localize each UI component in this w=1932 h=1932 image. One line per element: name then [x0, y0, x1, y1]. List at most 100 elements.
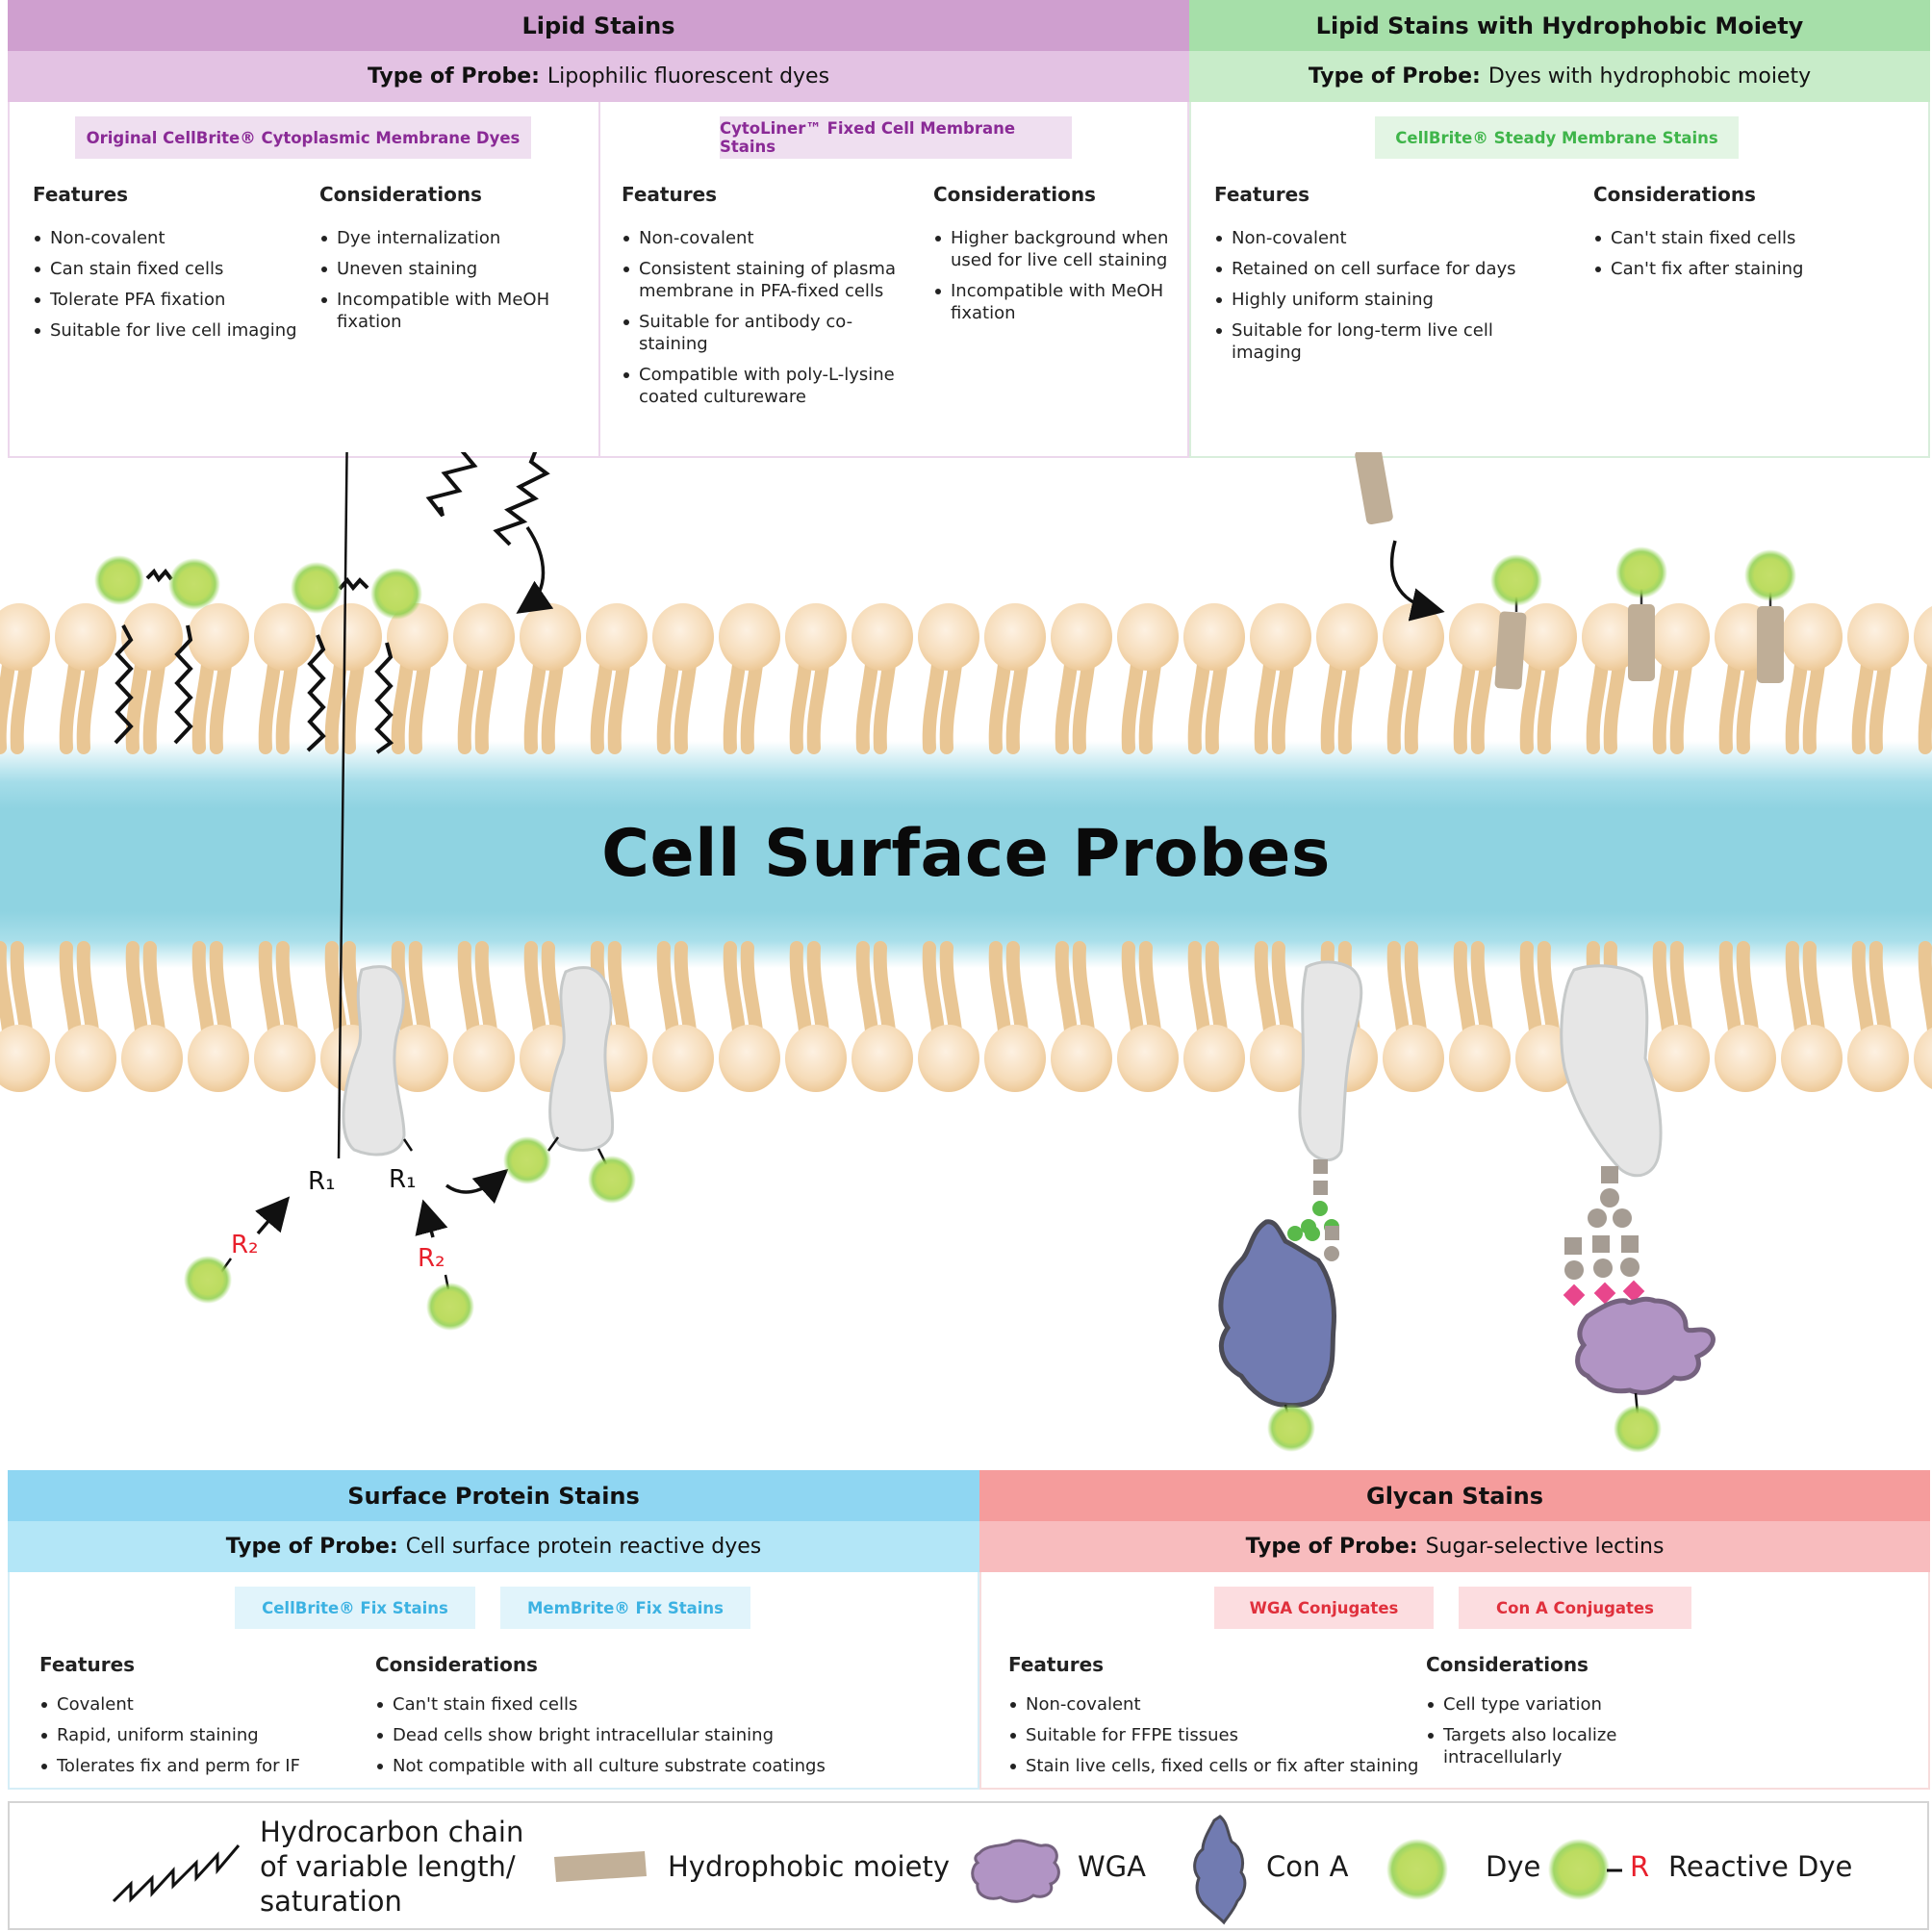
list-item: Non-covalent: [1214, 227, 1541, 249]
product-badge-membrite-fix[interactable]: MemBrite® Fix Stains: [500, 1587, 750, 1629]
phospholipid: [1648, 603, 1710, 754]
phospholipid: [0, 941, 50, 1092]
glycan-stains-section: Glycan Stains Type of Probe: Sugar-selec…: [979, 1470, 1930, 1790]
hydrophobic-moiety-icon: [1355, 452, 1393, 525]
phospholipid: [1383, 603, 1444, 754]
phospholipid: [121, 941, 183, 1092]
membrane-protein-icon: [548, 966, 615, 1152]
dye-icon: [1615, 547, 1667, 598]
probe-type-label: Type of Probe:: [225, 1535, 398, 1559]
surface-protein-panel: [8, 1572, 979, 1790]
features-list: Non-covalent Can stain fixed cells Toler…: [33, 227, 312, 350]
phospholipid: [1117, 603, 1179, 754]
phospholipid: [453, 941, 515, 1092]
column-divider: [598, 102, 600, 458]
dye-icon: [1267, 1404, 1315, 1452]
phospholipid: [453, 603, 515, 754]
probe-type-value: Cell surface protein reactive dyes: [405, 1535, 762, 1559]
legend-label: Hydrocarbon chain of variable length/ sa…: [260, 1816, 524, 1918]
upper-lipid-layer: [0, 603, 1932, 754]
hydrophobic-moiety-icon: [1757, 606, 1784, 683]
product-badge-cellbrite-fix[interactable]: CellBrite® Fix Stains: [235, 1587, 475, 1629]
phospholipid: [1914, 941, 1932, 1089]
section-title: Lipid Stains with Hydrophobic Moiety: [1189, 0, 1930, 51]
list-item: Dye internalization: [319, 227, 570, 249]
phospholipid: [1183, 941, 1245, 1092]
dye-icon: [588, 1156, 636, 1204]
phospholipid: [1847, 603, 1909, 754]
membrane-protein-icon: [1298, 960, 1363, 1162]
phospholipid: [1250, 941, 1311, 1092]
phospholipid: [320, 603, 382, 754]
features-list: Non-covalent Retained on cell surface fo…: [1214, 227, 1541, 372]
free-lipophilic-dye: [425, 452, 554, 614]
list-item: Non-covalent: [1008, 1693, 1432, 1716]
list-item: Suitable for long-term live cell imaging: [1214, 319, 1541, 364]
considerations-list: Cell type variation Targets also localiz…: [1426, 1693, 1647, 1777]
dye-icon: [1490, 554, 1542, 606]
list-item: Can't stain fixed cells: [375, 1693, 972, 1716]
list-item: Incompatible with MeOH fixation: [933, 280, 1174, 324]
phospholipid: [652, 603, 714, 754]
phospholipid: [55, 941, 116, 1092]
hydrocarbon-chain-icon: [114, 568, 394, 754]
phospholipid: [1250, 603, 1311, 754]
phospholipid: [1781, 603, 1843, 754]
phospholipid: [785, 941, 847, 1092]
list-item: Suitable for antibody co-staining: [622, 311, 910, 355]
considerations-title: Considerations: [933, 183, 1096, 206]
legend-label: WGA: [1078, 1850, 1146, 1883]
features-title: Features: [33, 183, 129, 206]
probe-type-value: Sugar-selective lectins: [1425, 1535, 1665, 1559]
phospholipid: [1383, 941, 1444, 1092]
considerations-list: Can't stain fixed cells Dead cells show …: [375, 1693, 972, 1786]
phospholipid: [918, 603, 979, 754]
section-title: Lipid Stains: [8, 0, 1189, 51]
phospholipid: [918, 941, 979, 1092]
features-title: Features: [39, 1653, 136, 1676]
product-badge-cellbrite-steady[interactable]: CellBrite® Steady Membrane Stains: [1375, 116, 1739, 159]
phospholipid: [586, 603, 648, 754]
phospholipid: [188, 941, 249, 1092]
r2-label: R₂: [231, 1231, 259, 1259]
dye-icon: [94, 555, 144, 605]
phospholipid: [1515, 603, 1577, 754]
membrane-protein-icon: [1560, 964, 1663, 1178]
list-item: Stain live cells, fixed cells or fix aft…: [1008, 1755, 1432, 1777]
dye-icon: [1386, 1839, 1448, 1900]
product-badge-cellbrite-cytoplasmic[interactable]: Original CellBrite® Cytoplasmic Membrane…: [75, 116, 531, 159]
product-badge-con-a-conjugates[interactable]: Con A Conjugates: [1459, 1587, 1691, 1629]
surface-protein-stains-section: Surface Protein Stains Type of Probe: Ce…: [8, 1470, 979, 1790]
phospholipid: [984, 603, 1046, 754]
considerations-title: Considerations: [375, 1653, 538, 1676]
insertion-arrow: [516, 526, 554, 614]
hydrophobic-moiety-icon: [554, 1851, 647, 1882]
hydrophobic-moiety-icon: [1494, 611, 1527, 690]
considerations-list: Can't stain fixed cells Can't fix after …: [1593, 227, 1901, 289]
wga-icon: [1575, 1296, 1716, 1395]
considerations-title: Considerations: [319, 183, 482, 206]
reactive-symbol: R: [1630, 1850, 1650, 1883]
list-item: Retained on cell surface for days: [1214, 258, 1541, 280]
features-title: Features: [622, 183, 718, 206]
phospholipid: [852, 941, 913, 1092]
list-item: Non-covalent: [622, 227, 910, 249]
phospholipid: [1715, 941, 1776, 1092]
phospholipid: [719, 603, 780, 754]
list-item: Suitable for FFPE tissues: [1008, 1724, 1432, 1746]
dye-icon: [168, 558, 220, 610]
reactive-dye-icon: [1548, 1839, 1622, 1900]
probe-type-value: Dyes with hydrophobic moiety: [1487, 64, 1812, 89]
list-item: Consistent staining of plasma membrane i…: [622, 258, 910, 302]
list-item: Not compatible with all culture substrat…: [375, 1755, 972, 1777]
list-item: Compatible with poly-L-lysine coated cul…: [622, 364, 910, 408]
list-item: Suitable for live cell imaging: [33, 319, 312, 342]
product-badge-wga-conjugates[interactable]: WGA Conjugates: [1214, 1587, 1434, 1629]
membrane-protein-icon: [342, 965, 406, 1157]
phospholipid: [0, 603, 50, 754]
phospholipid: [852, 603, 913, 754]
features-list: Non-covalent Suitable for FFPE tissues S…: [1008, 1693, 1432, 1786]
list-item: Covalent: [39, 1693, 347, 1716]
phospholipid: [1051, 941, 1112, 1092]
product-badge-cytoliner[interactable]: CytoLiner™ Fixed Cell Membrane Stains: [720, 116, 1072, 159]
